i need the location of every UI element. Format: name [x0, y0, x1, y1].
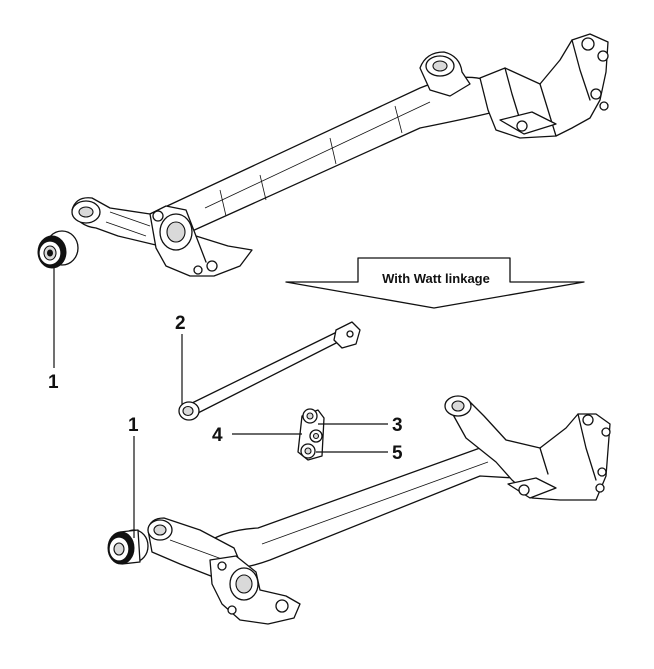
callout-5: 5 [392, 443, 403, 464]
callout-1-lower: 1 [128, 415, 139, 436]
callout-1-upper: 1 [48, 372, 59, 393]
callout-3: 3 [392, 415, 403, 436]
callout-4: 4 [212, 425, 223, 446]
lower-bushing-part-1 [107, 529, 149, 565]
lower-torsion-beam-axle [147, 395, 611, 625]
callout-leaders [53, 268, 388, 538]
upper-torsion-beam-axle [71, 33, 609, 277]
callout-2: 2 [175, 313, 186, 334]
watt-linkage-banner: With Watt linkage [285, 257, 585, 309]
watt-link-assembly [297, 408, 325, 461]
banner-label: With Watt linkage [382, 271, 490, 286]
upper-bushing-part-1 [37, 230, 79, 269]
panhard-rod-part-2 [178, 321, 361, 421]
